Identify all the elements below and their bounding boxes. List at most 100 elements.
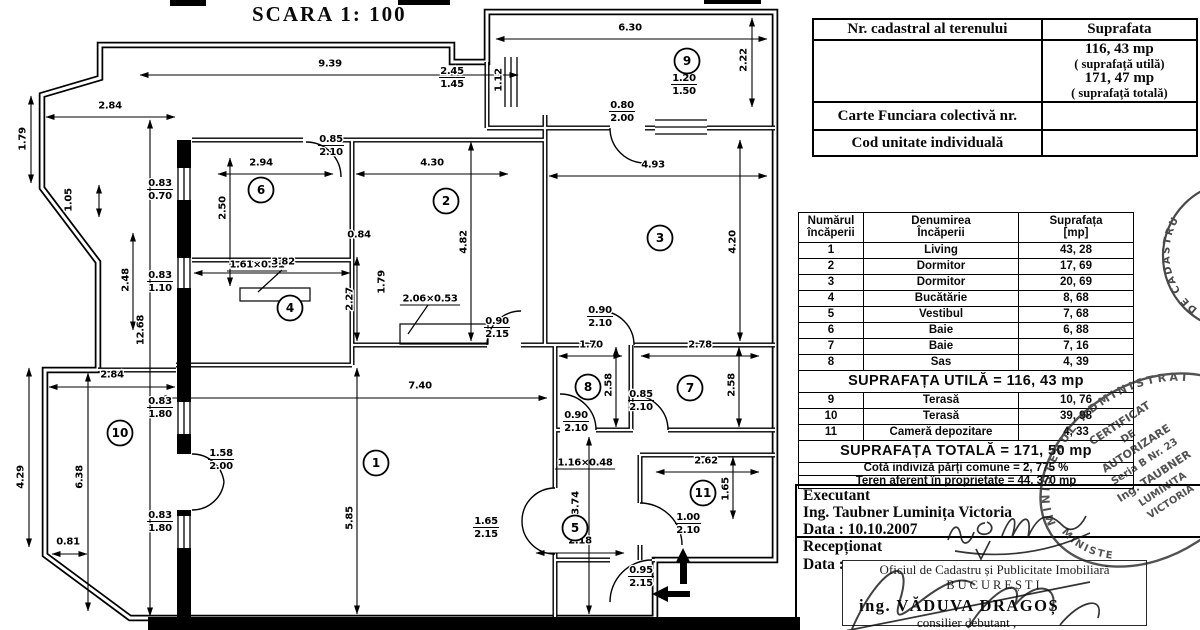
dim-label: 5.85 [345, 506, 356, 530]
dim-label: 6.38 [75, 465, 86, 489]
receptionat-date-label: Data : [803, 556, 844, 573]
surface-util-label: ( suprafață utilă) [1074, 57, 1165, 71]
dim-label: 1.79 [377, 270, 388, 294]
dim-label: 1.79 [18, 127, 29, 151]
dim-label: 1.61×0.31 [229, 260, 284, 271]
dim-label: 1.70 [579, 340, 603, 351]
dim-label: 0.83 [148, 510, 172, 521]
cadastral-number-cell [812, 39, 1043, 103]
suprafata-utila-row: SUPRAFAȚA UTILĂ = 116, 43 mp [798, 370, 1134, 393]
executant-date: Data : 10.10.2007 [803, 521, 918, 538]
room-number-circle [676, 374, 704, 402]
header-room-name: Denumirea Încăperii [863, 212, 1019, 243]
signature-block: Executant Ing. Taubner Luminița Victoria… [795, 484, 1200, 630]
room-number: 7 [686, 381, 694, 395]
surface-total-value: 171, 47 mp [1084, 70, 1155, 86]
dim-label: 1.80 [148, 523, 172, 534]
door-arcs [191, 127, 683, 603]
dim-label: 2.58 [727, 373, 738, 397]
room-number-circle [561, 514, 589, 542]
cadastral-col1-header: Nr. cadastral al terenului [812, 18, 1043, 41]
dim-label: 2.00 [610, 113, 634, 124]
dim-label: 1.58 [209, 448, 233, 459]
room-number: 3 [656, 231, 664, 245]
dim-label: 2.00 [209, 461, 233, 472]
dim-label: 1.65 [721, 477, 732, 501]
room-number-circle [106, 419, 134, 447]
dim-label: 2.10 [629, 402, 653, 413]
floor-plan-drawing: 9.396.302.221.122.451.451.201.500.802.00… [14, 0, 800, 630]
dim-label: 2.45 [440, 66, 464, 77]
room-number-circle [574, 373, 602, 401]
entrance-arrows [652, 548, 690, 602]
dim-label: 1.20 [672, 73, 696, 84]
room-number: 5 [571, 521, 579, 535]
round-cadastru-stamp: DE CADASTRU [1161, 190, 1200, 322]
header-room-number: Numărul încăperii [798, 212, 864, 243]
dim-label: 0.84 [347, 230, 371, 241]
dim-label: 7.40 [408, 381, 432, 392]
dim-label: 2.84 [100, 370, 124, 381]
dim-label: 2.78 [688, 340, 712, 351]
dim-label: 2.50 [218, 196, 229, 220]
room-number: 8 [584, 380, 592, 394]
dim-label: 1.12 [494, 68, 505, 92]
suprafata-totala-row: SUPRAFAȚA TOTALĂ = 171, 50 mp [798, 440, 1134, 463]
dim-label: 2.58 [604, 373, 615, 397]
dim-label: 2.06×0.53 [402, 294, 457, 305]
scale-title: SCARA 1: 100 [252, 2, 407, 26]
office-stamp-name: Oficiul de Cadastru și Publicitate Imobi… [879, 562, 1110, 577]
room-number-circle [247, 176, 275, 204]
dim-label: 2.48 [121, 268, 132, 292]
dim-label: 0.90 [564, 410, 588, 421]
dim-label: 9.39 [318, 59, 342, 70]
cadastral-table: Nr. cadastral al terenului Suprafata 116… [812, 18, 1199, 157]
room-areas-table: Numărul încăperii Denumirea Încăperii Su… [798, 212, 1134, 489]
surface-total-label: ( suprafață totală) [1071, 86, 1168, 100]
dim-label: 0.83 [148, 178, 172, 189]
room-number-circle [646, 224, 674, 252]
dim-label: 2.15 [629, 578, 653, 589]
cod-unitate-value [1040, 129, 1199, 157]
dim-label: 1.80 [148, 409, 172, 420]
dim-label: 0.85 [319, 134, 343, 145]
room-number-circle [362, 449, 390, 477]
dim-label: 12.68 [136, 315, 147, 345]
dim-label: 3.74 [571, 491, 582, 515]
room-number-circle [689, 479, 717, 507]
executant-name: Ing. Taubner Luminița Victoria [803, 504, 1013, 521]
cod-unitate-label: Cod unitate individuală [812, 129, 1043, 157]
carte-funciara-label: Carte Funciara colectivă nr. [812, 101, 1043, 131]
dim-label: 2.10 [588, 318, 612, 329]
interior-walls [98, 62, 775, 618]
room-number: 4 [286, 301, 294, 315]
dimension-annotations: 9.396.302.221.122.451.451.201.500.802.00… [14, 17, 768, 617]
windows [177, 57, 707, 548]
room-number: 9 [683, 54, 691, 68]
room-number-circle [432, 187, 460, 215]
room-number-circle [673, 47, 701, 75]
receiver-title: consilier debutant , [917, 615, 1017, 630]
dim-label: 1.45 [440, 79, 464, 90]
room-number: 10 [112, 426, 129, 440]
dim-label: 0.90 [588, 305, 612, 316]
carte-funciara-value [1040, 101, 1199, 131]
dim-label: 0.95 [629, 565, 653, 576]
dim-label: 0.83 [148, 270, 172, 281]
room-number: 11 [695, 486, 712, 500]
dim-label: 1.65 [474, 516, 498, 527]
cota-indiviza-row: Cotă indiviză părți comune = 2, 775 % [798, 462, 1134, 476]
dim-label: 1.16×0.48 [557, 458, 612, 469]
dim-label: 0.81 [56, 537, 80, 548]
dim-label: 1.00 [676, 512, 700, 523]
receptionat-label: Recepționat [803, 538, 883, 555]
dim-label: 0.90 [485, 316, 509, 327]
dim-label: 2.62 [694, 456, 718, 467]
dim-label: 2.10 [676, 525, 700, 536]
dim-label: 2.94 [249, 158, 273, 169]
